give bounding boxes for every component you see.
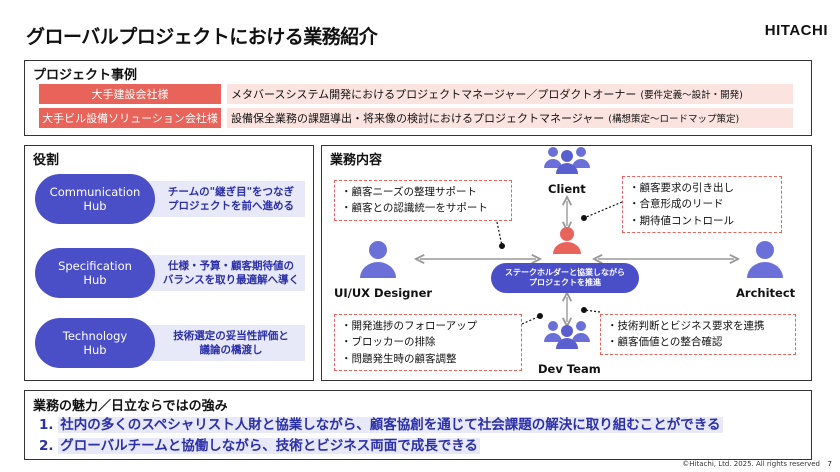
copyright: ©Hitachi, Ltd. 2025. All rights reserved xyxy=(682,460,820,468)
hub-label: ステークホルダーと協業しながら プロジェクトを推進 xyxy=(491,263,639,293)
client-label: Client xyxy=(548,182,586,196)
connector-dev-left xyxy=(521,315,541,325)
appeal-panel: 業務の魅力／日立ならではの強み 1. 社内の多くのスペシャリスト人財と協業しなが… xyxy=(24,390,812,460)
note-client-left: 顧客ニーズの整理サポート 顧客との認識統一をサポート xyxy=(334,180,512,221)
note-item: 顧客との認識統一をサポート xyxy=(341,200,505,216)
connector-client-right xyxy=(583,201,623,219)
roles-panel: 役割 チームの"継ぎ目"をつなぎ プロジェクトを前へ進める Communicat… xyxy=(24,145,314,381)
client-tag: 大手ビル設備ソリューション会社様 xyxy=(39,108,221,128)
case-scope: (要件定義～設計・開発) xyxy=(640,90,743,101)
page-title: グローバルプロジェクトにおける業務紹介 xyxy=(26,26,378,48)
case-row: 大手建設会社様 メタバースシステム開発におけるプロジェクトマネージャー／プロダク… xyxy=(39,84,793,104)
note-item: 期待値コントロール xyxy=(629,213,775,229)
designer-icon xyxy=(360,241,396,278)
note-item: 顧客価値との整合確認 xyxy=(607,334,789,350)
role-communication-hub: チームの"継ぎ目"をつなぎ プロジェクトを前へ進める Communication… xyxy=(35,174,305,224)
case-description: 設備保全業務の課題導出・将来像の検討におけるプロジェクトマネージャー (構想策定… xyxy=(227,108,793,128)
work-heading: 業務内容 xyxy=(330,153,383,168)
appeal-number: 2. xyxy=(39,438,54,454)
role-description: 仕様・予算・顧客期待値の バランスを取り最適解へ導く xyxy=(147,255,305,291)
role-description: 技術選定の妥当性評価と 議論の橋渡し xyxy=(147,325,305,361)
role-name: Technology Hub xyxy=(35,318,155,368)
note-client-right: 顧客要求の引き出し 合意形成のリード 期待値コントロール xyxy=(622,176,782,233)
designer-label: UI/UX Designer xyxy=(334,286,433,300)
hitachi-logo: HITACHI xyxy=(764,22,828,39)
project-cases-panel: プロジェクト事例 大手建設会社様 メタバースシステム開発におけるプロジェクトマネ… xyxy=(24,60,812,136)
note-item: 問題発生時の顧客調整 xyxy=(341,351,515,367)
project-manager-icon xyxy=(553,227,581,254)
appeal-text: 社内の多くのスペシャリスト人財と協業しながら、顧客協創を通じて社会課題の解決に取… xyxy=(58,417,723,433)
cases-heading: プロジェクト事例 xyxy=(33,68,138,83)
role-name: Specification Hub xyxy=(35,248,155,298)
note-item: 合意形成のリード xyxy=(629,196,775,212)
dev-team-label: Dev Team xyxy=(538,362,601,376)
roles-heading: 役割 xyxy=(33,153,60,168)
appeal-heading: 業務の魅力／日立ならではの強み xyxy=(33,399,228,414)
case-desc-text: 設備保全業務の課題導出・将来像の検討におけるプロジェクトマネージャー xyxy=(231,112,605,125)
note-dev-right: 技術判断とビジネス要求を連携 顧客価値との整合確認 xyxy=(600,314,796,355)
note-item: 顧客要求の引き出し xyxy=(629,180,775,196)
connector-dot xyxy=(537,313,543,319)
connector-dot xyxy=(581,215,587,221)
role-technology-hub: 技術選定の妥当性評価と 議論の橋渡し Technology Hub xyxy=(35,318,305,368)
dev-team-icon xyxy=(544,321,590,349)
role-name: Communication Hub xyxy=(35,174,155,224)
architect-label: Architect xyxy=(736,286,796,300)
page-number: 7 xyxy=(827,460,832,468)
appeal-text: グローバルチームと協働しながら、技術とビジネス両面で成長できる xyxy=(58,438,480,454)
connector-dot xyxy=(581,307,587,313)
role-description: チームの"継ぎ目"をつなぎ プロジェクトを前へ進める xyxy=(147,181,305,217)
relationship-diagram xyxy=(360,147,783,349)
note-item: 開発進捗のフォローアップ xyxy=(341,318,515,334)
note-item: 顧客ニーズの整理サポート xyxy=(341,184,505,200)
appeal-number: 1. xyxy=(39,417,54,433)
case-row: 大手ビル設備ソリューション会社様 設備保全業務の課題導出・将来像の検討におけるプ… xyxy=(39,108,793,128)
case-scope: (構想策定～ロードマップ策定) xyxy=(608,114,740,125)
connector-dot xyxy=(499,243,505,249)
appeal-item: 2. グローバルチームと協働しながら、技術とビジネス両面で成長できる xyxy=(39,434,480,454)
client-tag: 大手建設会社様 xyxy=(39,84,221,104)
case-description: メタバースシステム開発におけるプロジェクトマネージャー／プロダクトオーナー (要… xyxy=(227,84,793,104)
case-desc-text: メタバースシステム開発におけるプロジェクトマネージャー／プロダクトオーナー xyxy=(231,88,637,101)
appeal-item: 1. 社内の多くのスペシャリスト人財と協業しながら、顧客協創を通じて社会課題の解… xyxy=(39,413,723,433)
connector-client-left xyxy=(496,221,503,247)
client-group-icon xyxy=(544,147,590,174)
note-item: 技術判断とビジネス要求を連携 xyxy=(607,318,789,334)
work-content-panel: 業務内容 xyxy=(321,145,812,381)
note-item: ブロッカーの排除 xyxy=(341,334,515,350)
role-specification-hub: 仕様・予算・顧客期待値の バランスを取り最適解へ導く Specification… xyxy=(35,248,305,298)
note-dev-left: 開発進捗のフォローアップ ブロッカーの排除 問題発生時の顧客調整 xyxy=(334,314,522,371)
architect-icon xyxy=(747,241,783,278)
